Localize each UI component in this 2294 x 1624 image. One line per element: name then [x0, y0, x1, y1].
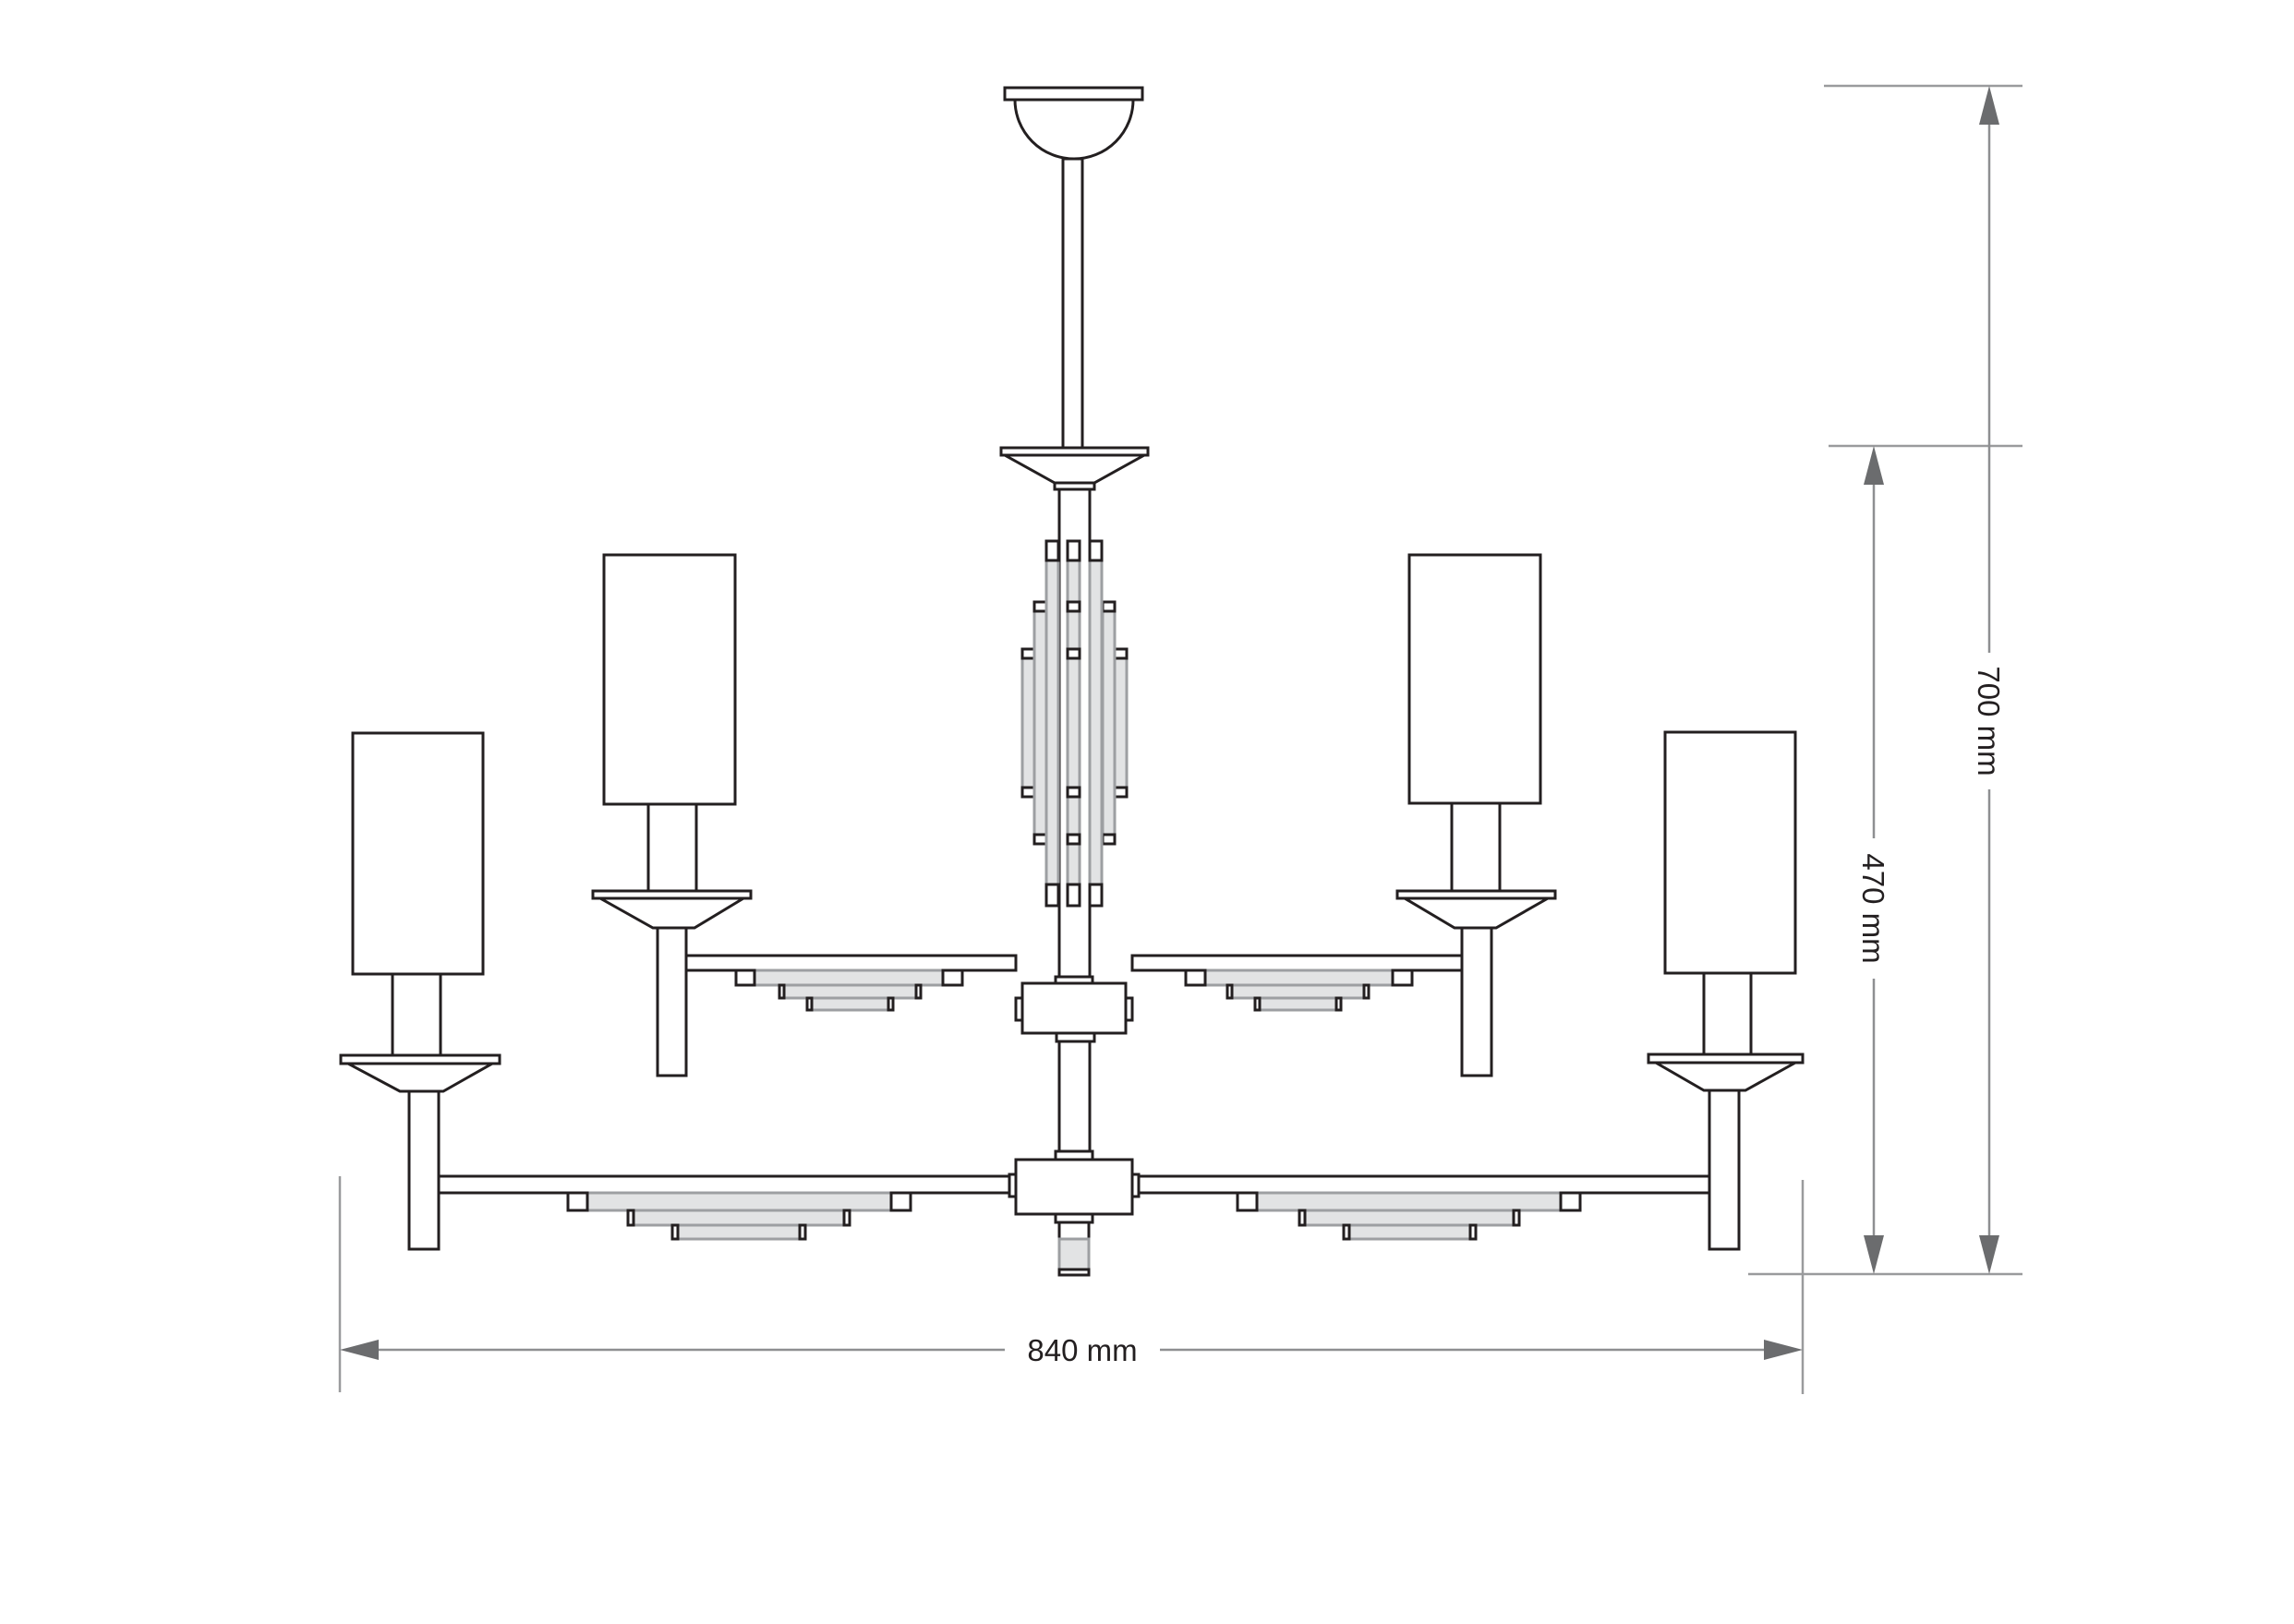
upper-hub — [1014, 975, 1134, 1043]
lamp-outer-left — [339, 731, 501, 1251]
top-cone — [999, 446, 1150, 491]
lamp-upper-left — [591, 553, 753, 1077]
width-label: 840 mm — [1027, 1333, 1137, 1367]
lower-arm-right — [1137, 1174, 1711, 1195]
upper-right-glass-tray — [1184, 968, 1414, 1012]
lamp-outer-right — [1647, 730, 1805, 1251]
arrow-up-icon — [1864, 446, 1884, 485]
total-height-label: 700 mm — [1972, 666, 2006, 776]
arrow-left-icon — [340, 1340, 379, 1360]
ceiling-canopy — [1003, 86, 1144, 161]
upper-arm-right — [1130, 954, 1464, 972]
arrow-right-icon — [1764, 1340, 1803, 1360]
arrow-up-icon — [1979, 86, 1999, 125]
lower-hub — [1008, 1149, 1141, 1277]
lower-left-glass-tray — [566, 1191, 912, 1241]
lamp-upper-right — [1395, 553, 1557, 1077]
lamp-shade — [1663, 730, 1797, 975]
downrod — [1061, 157, 1084, 450]
lower-arm-left — [437, 1174, 1011, 1195]
arrow-down-icon — [1979, 1235, 1999, 1274]
total-height-dimension: 700 mm — [1824, 84, 2022, 1274]
lamp-shade — [351, 731, 485, 976]
lamp-shade — [602, 553, 737, 806]
width-dimension: 840 mm — [338, 1176, 1805, 1394]
lamp-shade — [1407, 553, 1542, 805]
body-height-dimension: 470 mm — [1748, 444, 2022, 1276]
lower-right-glass-tray — [1236, 1191, 1582, 1241]
lower-stem — [1057, 1040, 1092, 1153]
upper-arm-left — [684, 954, 1018, 972]
center-glass-cluster — [1020, 539, 1129, 908]
upper-left-glass-tray — [734, 968, 964, 1012]
body-height-label: 470 mm — [1856, 853, 1890, 963]
arrow-down-icon — [1864, 1235, 1884, 1274]
